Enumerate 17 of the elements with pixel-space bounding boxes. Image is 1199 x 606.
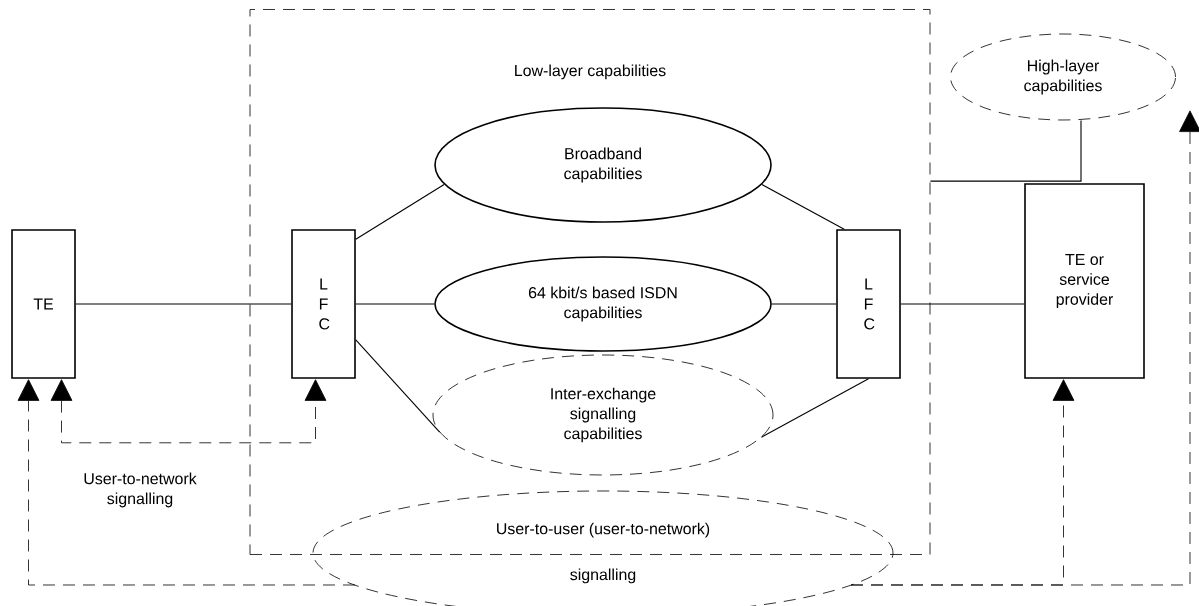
- function-box: L F C: [836, 229, 901, 379]
- connector-line: [771, 303, 837, 305]
- connector-line: [929, 119, 1082, 182]
- connector-line: [760, 378, 870, 438]
- connector-line: [900, 303, 1025, 305]
- arrow: [850, 110, 1199, 586]
- edge-label: User-to-network signalling: [68, 470, 212, 510]
- terminal-box: TE or service provider: [1024, 183, 1145, 379]
- function-box: L F C: [291, 229, 356, 379]
- arrow: [17, 379, 356, 586]
- connector-line: [355, 303, 435, 305]
- connector-line: [355, 339, 441, 433]
- arrow: [50, 379, 327, 444]
- connector-line: [355, 183, 445, 240]
- connector-line: [761, 183, 845, 230]
- connector-line: [75, 303, 292, 305]
- terminal-box: TE: [11, 229, 76, 379]
